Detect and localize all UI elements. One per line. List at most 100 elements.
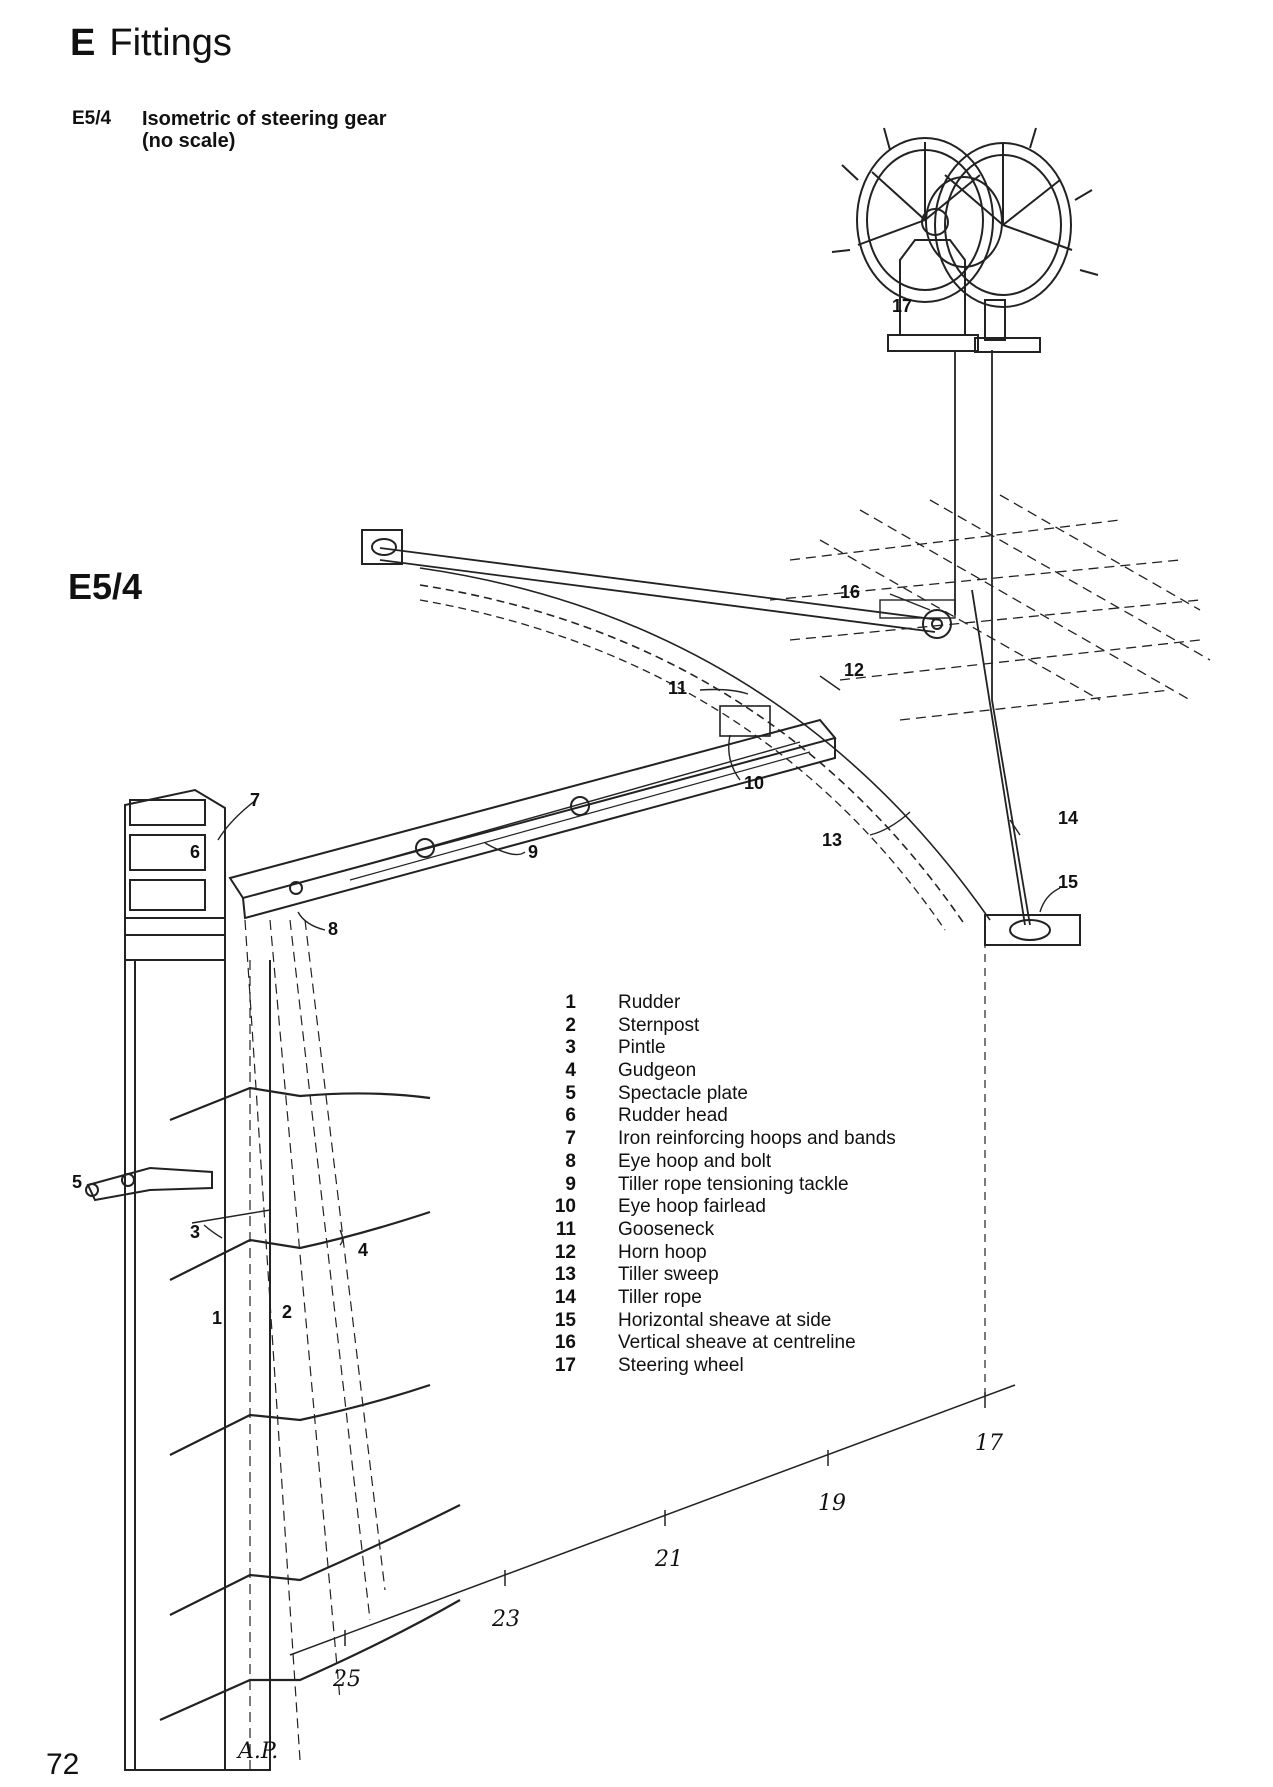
- deck-planking: [769, 494, 1211, 721]
- callout-leaders: [191, 593, 1061, 1246]
- figure-caption-line-1: Isometric of steering gear: [142, 108, 387, 130]
- legend-text: Eye hoop and bolt: [618, 1150, 772, 1172]
- callout-3: 3: [190, 1222, 200, 1242]
- rudder-head: [124, 788, 226, 961]
- legend-number: 17: [554, 1355, 576, 1376]
- station-mark-17: 17: [975, 1431, 1003, 1456]
- legend-row: 14 Tiller rope: [520, 1287, 896, 1310]
- legend-text: Sternpost: [618, 1014, 700, 1036]
- legend-row: 12 Horn hoop: [520, 1242, 896, 1265]
- legend-text: Eye hoop fairlead: [618, 1196, 766, 1218]
- tiller: [228, 705, 837, 920]
- legend-text: Spectacle plate: [618, 1082, 748, 1104]
- legend-number: 14: [554, 1286, 576, 1308]
- legend-number: 6: [565, 1105, 576, 1127]
- parts-legend: 1 Rudder 2 Sternpost 3 Pintle 4 Gudgeon 5 Spe…: [520, 992, 896, 1378]
- page-number: 72: [46, 1748, 80, 1781]
- legend-row: 15 Horizontal sheave at side: [520, 1310, 896, 1333]
- legend-number: 7: [565, 1128, 576, 1150]
- legend-text: Iron reinforcing hoops and bands: [618, 1128, 896, 1150]
- legend-row: 5 Spectacle plate: [520, 1083, 896, 1106]
- tiller-sweep: [419, 567, 991, 931]
- legend-row: 7 Iron reinforcing hoops and bands: [520, 1128, 896, 1151]
- legend-row: 11 Gooseneck: [520, 1219, 896, 1242]
- legend-row: 1 Rudder: [520, 992, 896, 1015]
- station-mark-23: 23: [491, 1607, 520, 1632]
- callout-8: 8: [328, 919, 338, 939]
- callout-13: 13: [822, 830, 842, 850]
- figure-code: E5/4: [72, 108, 112, 129]
- steering-wheel: [831, 127, 1099, 353]
- legend-row: 9 Tiller rope tensioning tackle: [520, 1174, 896, 1197]
- legend-text: Vertical sheave at centreline: [618, 1332, 856, 1354]
- legend-text: Steering wheel: [618, 1355, 744, 1376]
- station-baseline: [289, 940, 1016, 1656]
- figure-caption: Isometric of steering gear (no scale): [142, 108, 387, 152]
- forward-block: [361, 529, 403, 565]
- station-marks: 17 19 21 23 25 A.P.: [236, 1431, 1003, 1764]
- legend-row: 13 Tiller sweep: [520, 1264, 896, 1287]
- vertical-sheave: [879, 599, 956, 639]
- legend-number: 10: [554, 1196, 576, 1218]
- tiller-rope: [379, 350, 1031, 926]
- legend-number: 1: [565, 992, 576, 1013]
- legend-number: 11: [555, 1218, 576, 1240]
- horizontal-sheave: [984, 914, 1081, 946]
- legend-row: 8 Eye hoop and bolt: [520, 1151, 896, 1174]
- gudgeon-straps: [159, 1086, 461, 1722]
- legend-text: Tiller rope tensioning tackle: [618, 1173, 849, 1195]
- legend-number: 13: [554, 1264, 576, 1286]
- legend-text: Tiller rope: [618, 1286, 702, 1308]
- callout-6: 6: [190, 842, 200, 862]
- legend-row: 3 Pintle: [520, 1037, 896, 1060]
- section-title: Fittings: [109, 22, 232, 64]
- callout-4: 4: [358, 1240, 368, 1260]
- legend-text: Gudgeon: [618, 1060, 697, 1082]
- legend-text: Horn hoop: [618, 1241, 707, 1263]
- legend-row: 6 Rudder head: [520, 1105, 896, 1128]
- section-heading: E Fittings: [70, 22, 232, 65]
- station-mark-21: 21: [654, 1547, 683, 1572]
- legend-number: 16: [554, 1332, 576, 1354]
- legend-row: 16 Vertical sheave at centreline: [520, 1332, 896, 1355]
- figure-code-large: E5/4: [68, 566, 143, 607]
- callout-14: 14: [1058, 808, 1078, 828]
- callout-10: 10: [744, 773, 764, 793]
- legend-number: 2: [565, 1014, 576, 1036]
- legend-row: 2 Sternpost: [520, 1015, 896, 1038]
- callout-16: 16: [840, 582, 860, 602]
- sternpost: [244, 919, 386, 1761]
- legend-text: Horizontal sheave at side: [618, 1309, 832, 1331]
- legend-number: 4: [565, 1060, 576, 1082]
- legend-number: 15: [554, 1309, 576, 1331]
- legend-number: 12: [554, 1241, 576, 1263]
- legend-text: Rudder head: [618, 1105, 728, 1127]
- section-letter: E: [70, 22, 96, 64]
- legend-row: 17 Steering wheel: [520, 1355, 896, 1378]
- legend-number: 3: [565, 1037, 576, 1059]
- legend-number: 9: [565, 1173, 576, 1195]
- callout-9: 9: [528, 842, 538, 862]
- callout-11: 11: [668, 678, 687, 698]
- legend-text: Pintle: [618, 1037, 666, 1059]
- callout-15: 15: [1058, 872, 1078, 892]
- callout-2: 2: [282, 1302, 292, 1322]
- legend-number: 5: [565, 1082, 576, 1104]
- legend-row: 10 Eye hoop fairlead: [520, 1196, 896, 1219]
- figure-caption-line-2: (no scale): [142, 130, 236, 152]
- station-mark-19: 19: [818, 1491, 846, 1516]
- callout-7: 7: [250, 790, 260, 810]
- station-mark-ap: A.P.: [236, 1739, 278, 1764]
- legend-text: Rudder: [618, 992, 681, 1013]
- legend-text: Tiller sweep: [618, 1264, 719, 1286]
- rudder-blade: [124, 960, 271, 1771]
- callout-12: 12: [844, 660, 864, 680]
- legend-row: 4 Gudgeon: [520, 1060, 896, 1083]
- legend-text: Gooseneck: [618, 1218, 715, 1240]
- callout-1: 1: [212, 1308, 222, 1328]
- legend-number: 8: [565, 1150, 576, 1172]
- station-mark-25: 25: [332, 1667, 361, 1692]
- callout-labels: 1 2 3 4 5 6 7 8 9 10 11 12 13 14 15 16 1…: [72, 296, 1078, 1328]
- spectacle-plate: [85, 1166, 213, 1202]
